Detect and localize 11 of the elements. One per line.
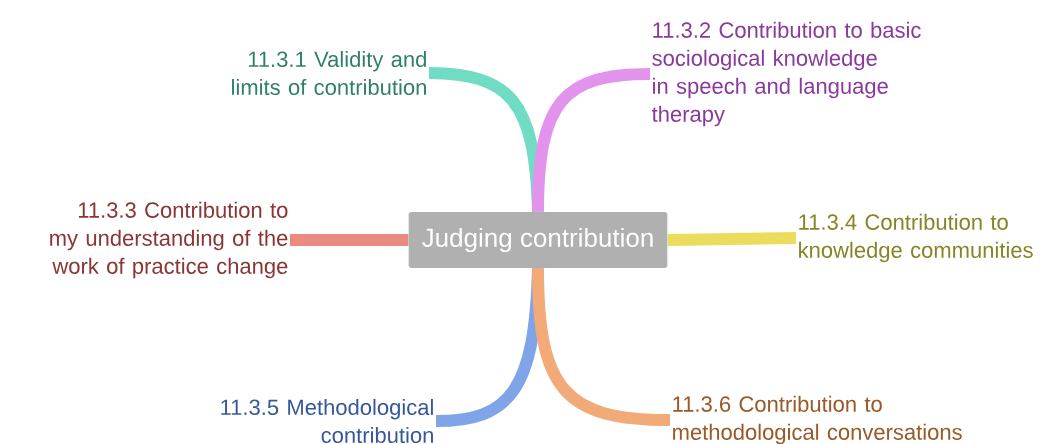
branch-topic: 11.3.2 Contribution to basic sociological knowledge in speech and language therapy bbox=[651, 21, 921, 127]
branch-topic: 11.3.4 Contribution to knowledge communities bbox=[799, 213, 1033, 263]
branch-line bbox=[667, 232, 797, 246]
branch-line bbox=[532, 268, 671, 426]
branch-topic: 11.3.6 Contribution to methodological conversations bbox=[673, 395, 962, 444]
branch-line bbox=[532, 68, 651, 212]
branch-line bbox=[290, 234, 409, 246]
branch-topic: 11.3.5 Methodological contribution bbox=[221, 398, 433, 444]
branch-topic: 11.3.3 Contribution to my understanding of the work of practice change bbox=[50, 201, 288, 279]
branch-topic: 11.3.1 Validity and limits of contribution bbox=[232, 50, 426, 96]
central-topic-box: Judging contribution bbox=[408, 212, 668, 268]
